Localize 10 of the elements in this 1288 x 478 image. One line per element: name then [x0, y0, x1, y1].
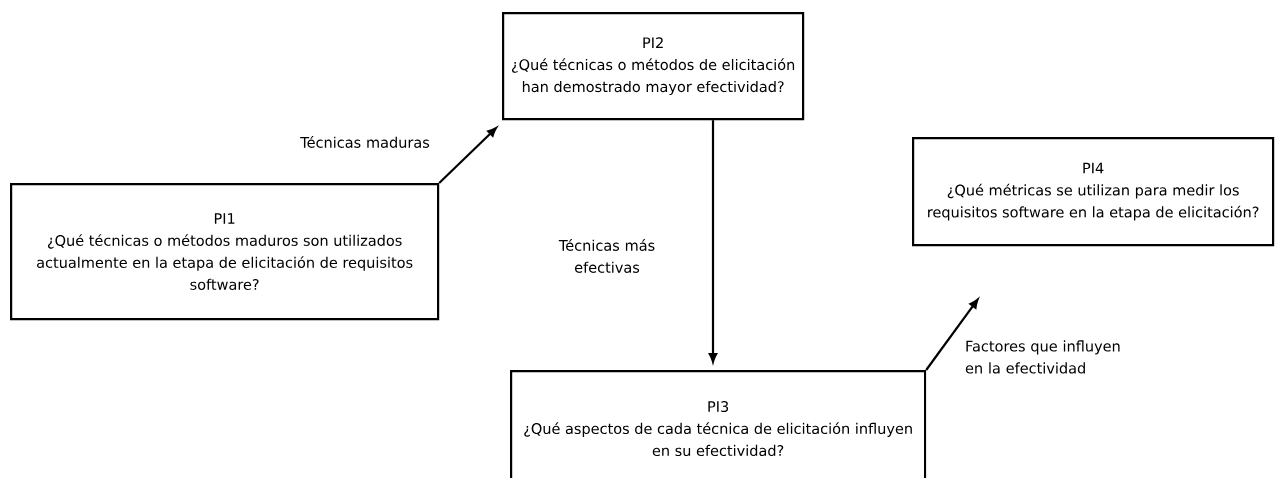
question-box: PI1 ¿Qué técnicas o métodos maduros son utilizados actualmente en la etapa de elicitación de requisitos software? — [10, 183, 440, 321]
question-box: PI2 ¿Qué técnicas o métodos de elicitación han demostrado mayor efectividad? — [502, 12, 805, 121]
edge-label: Técnicas más efectivas — [558, 239, 655, 273]
arrow — [925, 298, 979, 371]
arrow — [708, 120, 718, 363]
question-box: PI3 ¿Qué aspectos de cada técnica de elicitación influyen en su efectividad? — [510, 370, 927, 478]
question-box: PI4 ¿Qué métricas se utilizan para medir los requisitos software en la etapa de elicitación? — [912, 137, 1275, 247]
arrow — [438, 127, 497, 184]
edge-label: Factores que influyen en la efectividad — [965, 340, 1120, 374]
edge-label: Técnicas maduras — [300, 136, 430, 148]
